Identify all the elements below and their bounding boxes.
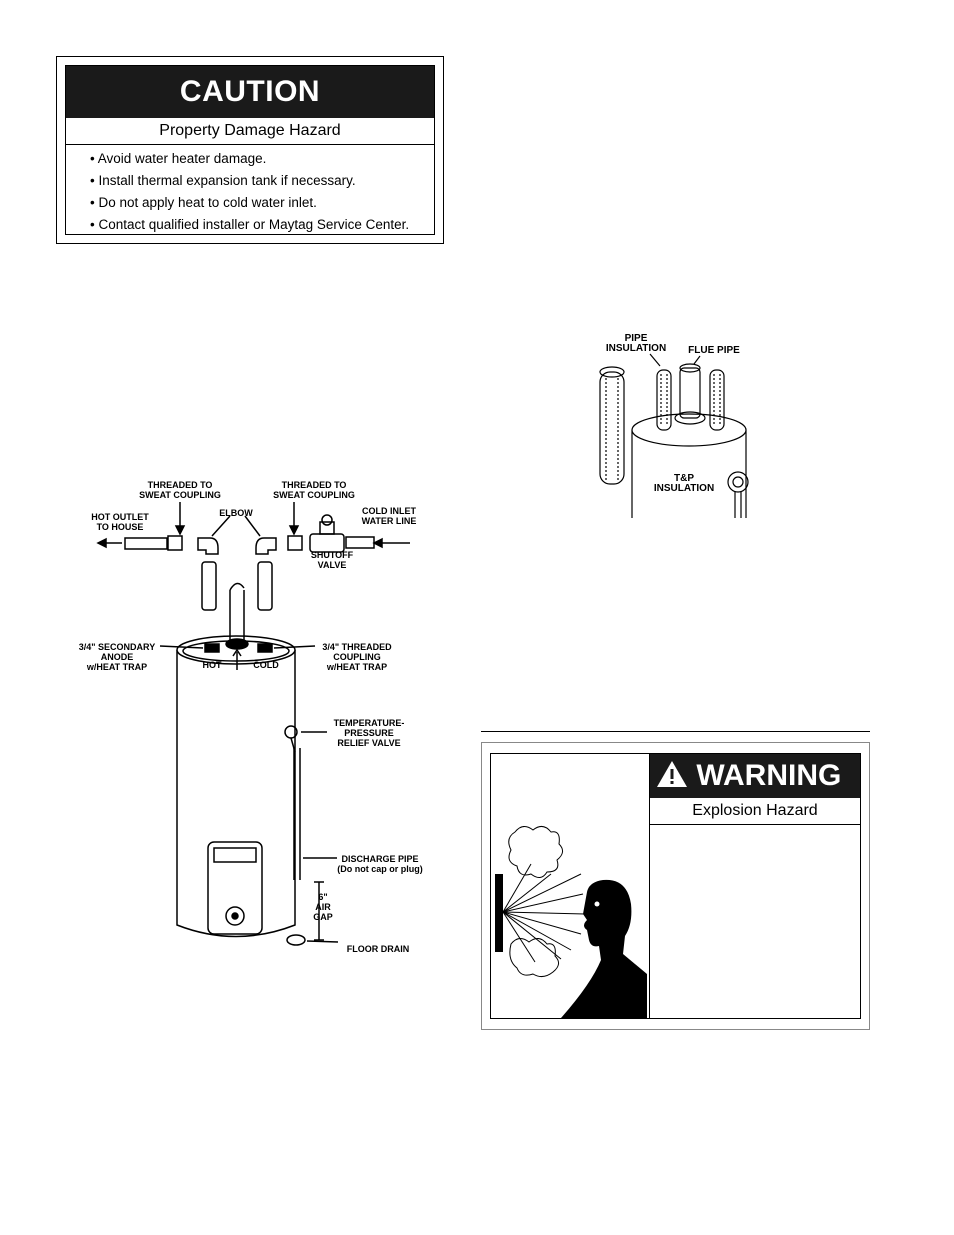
floor-drain-label: FLOOR DRAIN bbox=[346, 944, 410, 954]
caution-item: Avoid water heater damage. bbox=[90, 148, 409, 170]
caution-label: CAUTION Property Damage Hazard Avoid wat… bbox=[56, 56, 444, 244]
warning-triangle-icon bbox=[657, 761, 687, 787]
warning-title-bar: WARNING bbox=[650, 754, 860, 798]
cold-label: COLD bbox=[253, 660, 279, 670]
caution-item: Do not apply heat to cold water inlet. bbox=[90, 192, 409, 214]
caution-frame: CAUTION Property Damage Hazard Avoid wat… bbox=[65, 65, 435, 235]
section-rule bbox=[481, 731, 870, 732]
caution-subtitle: Property Damage Hazard bbox=[66, 118, 434, 145]
caution-title: CAUTION bbox=[66, 66, 434, 118]
elbow-label: ELBOW bbox=[219, 508, 253, 518]
water-heater-drawing bbox=[96, 502, 410, 946]
insulation-drawing bbox=[599, 353, 749, 518]
warning-label: WARNING Explosion Hazard bbox=[481, 742, 870, 1030]
caution-item: Install thermal expansion tank if necess… bbox=[90, 170, 409, 192]
caution-item: Contact qualified installer or Maytag Se… bbox=[90, 214, 409, 236]
warning-subtitle: Explosion Hazard bbox=[650, 798, 860, 825]
warning-title: WARNING bbox=[696, 759, 842, 792]
caution-list: Avoid water heater damage. Install therm… bbox=[90, 148, 409, 236]
hot-label: HOT bbox=[202, 660, 222, 670]
warning-frame: WARNING Explosion Hazard bbox=[490, 753, 861, 1019]
flue-pipe-label: FLUE PIPE bbox=[688, 345, 740, 356]
discharge-pipe-label: DISCHARGE PIPE(Do not cap or plug) bbox=[337, 854, 423, 874]
explosion-person-pictogram bbox=[495, 826, 647, 1018]
warning-divider bbox=[649, 754, 650, 1018]
